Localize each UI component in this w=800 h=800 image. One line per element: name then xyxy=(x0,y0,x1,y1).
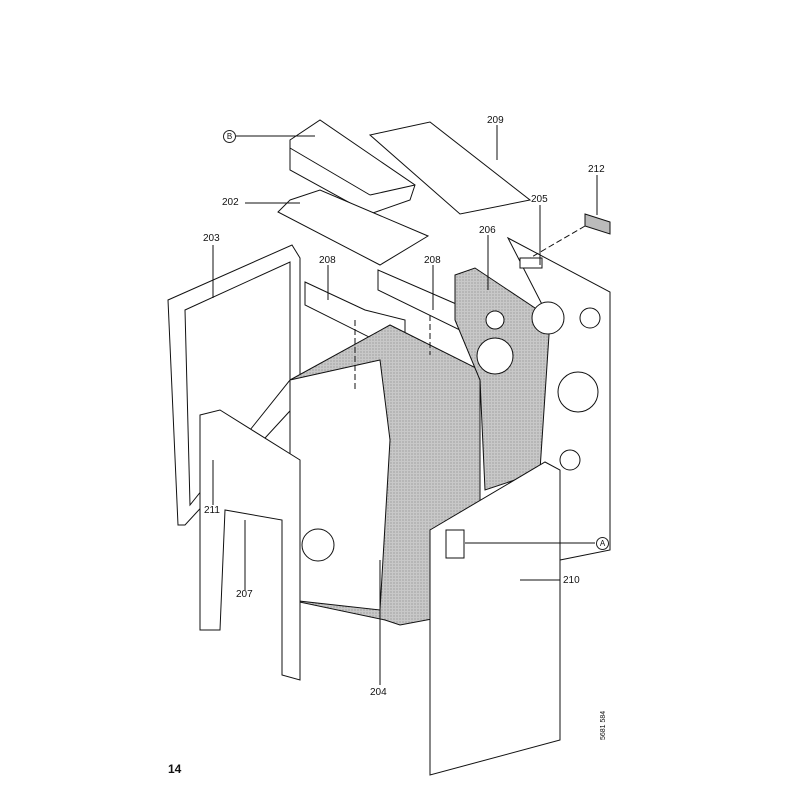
part-212 xyxy=(584,213,611,235)
page-number: 14 xyxy=(168,762,182,776)
label-209: 209 xyxy=(487,115,504,126)
label-203: 203 xyxy=(203,233,220,244)
label-212: 212 xyxy=(588,164,605,175)
top-cover-209 xyxy=(368,121,532,215)
front-panel-207 xyxy=(199,409,301,681)
label-202: 202 xyxy=(222,197,239,208)
label-210: 210 xyxy=(563,575,580,586)
label-208-right: 208 xyxy=(424,255,441,266)
plate-202 xyxy=(277,189,430,266)
label-208-left: 208 xyxy=(319,255,336,266)
label-204: 204 xyxy=(370,687,387,698)
label-207: 207 xyxy=(236,589,253,600)
label-206: 206 xyxy=(479,225,496,236)
callout-a: A xyxy=(596,537,609,550)
document-id: 5681 584 xyxy=(600,710,607,740)
callout-b: B xyxy=(223,130,236,143)
label-205: 205 xyxy=(531,194,548,205)
control-box xyxy=(289,119,416,215)
label-211: 211 xyxy=(204,505,220,516)
